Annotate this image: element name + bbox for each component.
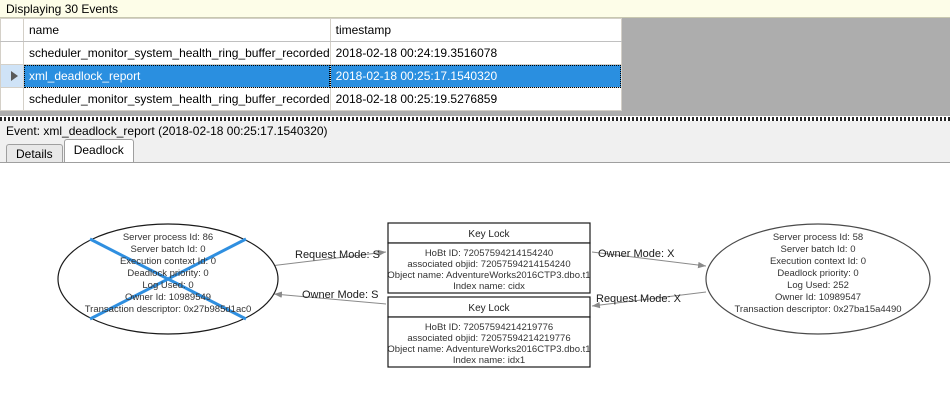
survivor-line-3: Deadlock priority: 0 <box>777 268 858 279</box>
victim-line-6: Transaction descriptor: 0x27b985d1ac0 <box>85 304 252 315</box>
victim-line-3: Deadlock priority: 0 <box>127 268 208 279</box>
edge-label-owner-mode-x: Owner Mode: X <box>598 248 675 260</box>
tab-strip[interactable]: Details Deadlock <box>0 139 950 164</box>
tab-deadlock-label: Deadlock <box>73 143 124 157</box>
column-header-timestamp[interactable]: timestamp <box>329 18 622 42</box>
process-node-victim[interactable]: Server process Id: 86 Server batch Id: 0… <box>57 223 279 335</box>
cell-name[interactable]: scheduler_monitor_system_health_ring_buf… <box>23 87 331 111</box>
column-header-name[interactable]: name <box>23 18 331 42</box>
keylock-top-body-box <box>387 242 591 294</box>
cell-name[interactable]: scheduler_monitor_system_health_ring_buf… <box>23 41 331 65</box>
process-node-survivor[interactable]: Server process Id: 58 Server batch Id: 0… <box>705 223 931 335</box>
keylock-top-line-3: Index name: cidx <box>453 281 525 292</box>
tab-deadlock[interactable]: Deadlock <box>63 139 134 162</box>
survivor-line-4: Log Used: 252 <box>787 280 849 291</box>
keylock-top-line-0: HoBt ID: 72057594214154240 <box>425 248 553 259</box>
table-row[interactable]: scheduler_monitor_system_health_ring_buf… <box>0 41 622 65</box>
cell-timestamp[interactable]: 2018-02-18 00:25:17.1540320 <box>329 64 622 88</box>
row-selector[interactable] <box>0 41 24 65</box>
resource-node-key-lock-top[interactable]: Key Lock HoBt ID: 72057594214154240 asso… <box>387 222 591 294</box>
survivor-line-1: Server batch Id: 0 <box>781 244 856 255</box>
resource-node-key-lock-bottom[interactable]: Key Lock HoBt ID: 72057594214219776 asso… <box>387 296 591 368</box>
survivor-line-5: Owner Id: 10989547 <box>775 292 861 303</box>
table-row-selected[interactable]: xml_deadlock_report 2018-02-18 00:25:17.… <box>0 64 622 88</box>
edge-label-owner-mode-s: Owner Mode: S <box>302 289 378 301</box>
survivor-line-6: Transaction descriptor: 0x27ba15a4490 <box>734 304 901 315</box>
edge-owner-mode-x: Owner Mode: X <box>591 248 707 269</box>
status-banner-text: Displaying 30 Events <box>6 1 119 16</box>
edge-label-request-mode-x: Request Mode: X <box>596 293 682 305</box>
event-header-text: Event: xml_deadlock_report (2018-02-18 0… <box>6 124 328 138</box>
pane-splitter[interactable] <box>0 117 950 121</box>
tab-details-label: Details <box>16 147 53 161</box>
keylock-bottom-line-3: Index name: idx1 <box>453 355 525 366</box>
events-grid-container[interactable]: name timestamp scheduler_monitor_system_… <box>0 18 950 117</box>
deadlock-graph-canvas[interactable]: Request Mode: S Owner Mode: S Owner Mode… <box>0 162 950 400</box>
row-selector[interactable] <box>0 64 24 88</box>
edge-label-request-mode-s: Request Mode: S <box>295 249 380 261</box>
edge-request-mode-s: Request Mode: S <box>269 249 387 267</box>
keylock-bottom-line-2: Object name: AdventureWorks2016CTP3.dbo.… <box>387 344 590 355</box>
row-selector-arrow-icon <box>11 71 18 81</box>
victim-line-5: Owner Id: 10989549 <box>125 292 211 303</box>
row-selector[interactable] <box>0 87 24 111</box>
victim-line-0: Server process Id: 86 <box>123 232 213 243</box>
edge-owner-mode-s: Owner Mode: S <box>273 289 387 305</box>
deadlock-graph-svg: Request Mode: S Owner Mode: S Owner Mode… <box>57 222 931 368</box>
victim-line-1: Server batch Id: 0 <box>131 244 206 255</box>
victim-line-2: Execution context Id: 0 <box>120 256 216 267</box>
grid-corner-header <box>0 18 24 42</box>
survivor-line-2: Execution context Id: 0 <box>770 256 866 267</box>
event-header: Event: xml_deadlock_report (2018-02-18 0… <box>0 121 950 141</box>
tab-details[interactable]: Details <box>6 144 63 164</box>
victim-cross-icon-2 <box>89 237 247 321</box>
keylock-bottom-body-box <box>387 316 591 368</box>
cell-timestamp[interactable]: 2018-02-18 00:24:19.3516078 <box>329 41 622 65</box>
keylock-top-line-2: Object name: AdventureWorks2016CTP3.dbo.… <box>387 270 590 281</box>
survivor-ellipse <box>705 223 931 335</box>
survivor-line-0: Server process Id: 58 <box>773 232 863 243</box>
status-banner: Displaying 30 Events <box>0 0 950 18</box>
table-row[interactable]: scheduler_monitor_system_health_ring_buf… <box>0 87 622 111</box>
cell-name[interactable]: xml_deadlock_report <box>23 64 331 88</box>
grid-header-row: name timestamp <box>0 18 622 42</box>
events-grid[interactable]: name timestamp scheduler_monitor_system_… <box>0 18 622 111</box>
edge-request-mode-x: Request Mode: X <box>591 291 707 309</box>
cell-timestamp[interactable]: 2018-02-18 00:25:19.5276859 <box>329 87 622 111</box>
keylock-bottom-header: Key Lock <box>468 303 510 314</box>
victim-line-4: Log Used: 0 <box>142 280 193 291</box>
keylock-bottom-line-1: associated objid: 72057594214219776 <box>407 333 570 344</box>
keylock-top-line-1: associated objid: 72057594214154240 <box>407 259 570 270</box>
keylock-top-header: Key Lock <box>468 229 510 240</box>
keylock-bottom-line-0: HoBt ID: 72057594214219776 <box>425 322 553 333</box>
